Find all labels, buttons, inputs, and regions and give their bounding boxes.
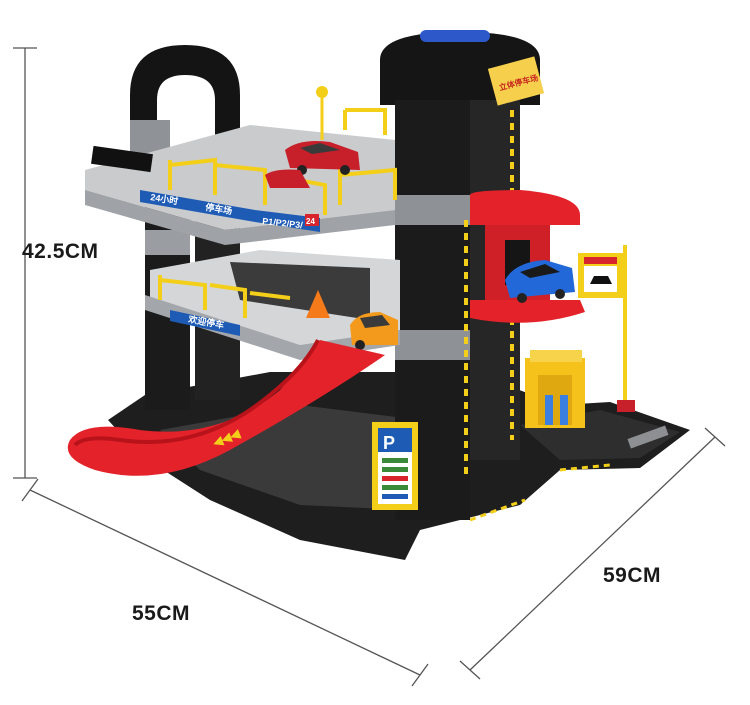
depth-dimension-label: 59CM: [603, 564, 662, 587]
tower-band-top: [395, 195, 470, 225]
middle-yellow-rails: [158, 275, 291, 318]
parking-sign-letter: P: [383, 433, 395, 453]
red-car: [285, 141, 360, 175]
blue-car: [505, 260, 575, 303]
red-ramp-rail: [73, 339, 320, 447]
flag-base: [617, 400, 635, 412]
warning-sign: [306, 290, 330, 318]
middle-welcome-strip: [170, 310, 240, 336]
sign-levels: P1/P2/P3/: [262, 216, 304, 230]
base-hazard-stripes: [469, 463, 611, 522]
level-badge: 24: [306, 217, 315, 226]
width-dimension-line: [21, 478, 429, 687]
height-dimension-line: [13, 47, 37, 479]
left-arch-tower: [130, 45, 240, 150]
tower-band-bottom: [395, 330, 470, 360]
red-elevator-platform: [470, 300, 585, 323]
red-car-rear: [265, 169, 310, 188]
level-badge-bg: [305, 214, 319, 226]
upper-sign-strip-right: [255, 210, 320, 232]
sign-parking-lot: 停车场: [205, 201, 233, 216]
width-dimension-label: 55CM: [132, 602, 191, 625]
side-barrier: [627, 425, 669, 449]
middle-floor-road: [230, 262, 370, 320]
car-wash: [525, 350, 585, 428]
depth-dimension-line: [459, 427, 726, 680]
red-elevator-roof: [470, 190, 580, 225]
parking-sign: [372, 422, 418, 510]
sign-24h: 24小时: [150, 191, 179, 206]
left-pillar-band: [145, 230, 190, 255]
tower-brand-label: [487, 56, 545, 106]
flag-car-icon: [590, 276, 612, 284]
tower-hazard-stripes: [464, 110, 514, 480]
upper-floor-black-slot: [91, 145, 153, 173]
tower-button: [420, 30, 490, 42]
upper-yellow-rails: [168, 108, 397, 215]
upper-pole-cap: [316, 86, 328, 98]
flag-sign-header: [584, 257, 617, 264]
upper-sign-strip: [140, 190, 255, 222]
height-dimension-label: 42.5CM: [22, 240, 99, 263]
orange-car: [350, 312, 398, 350]
